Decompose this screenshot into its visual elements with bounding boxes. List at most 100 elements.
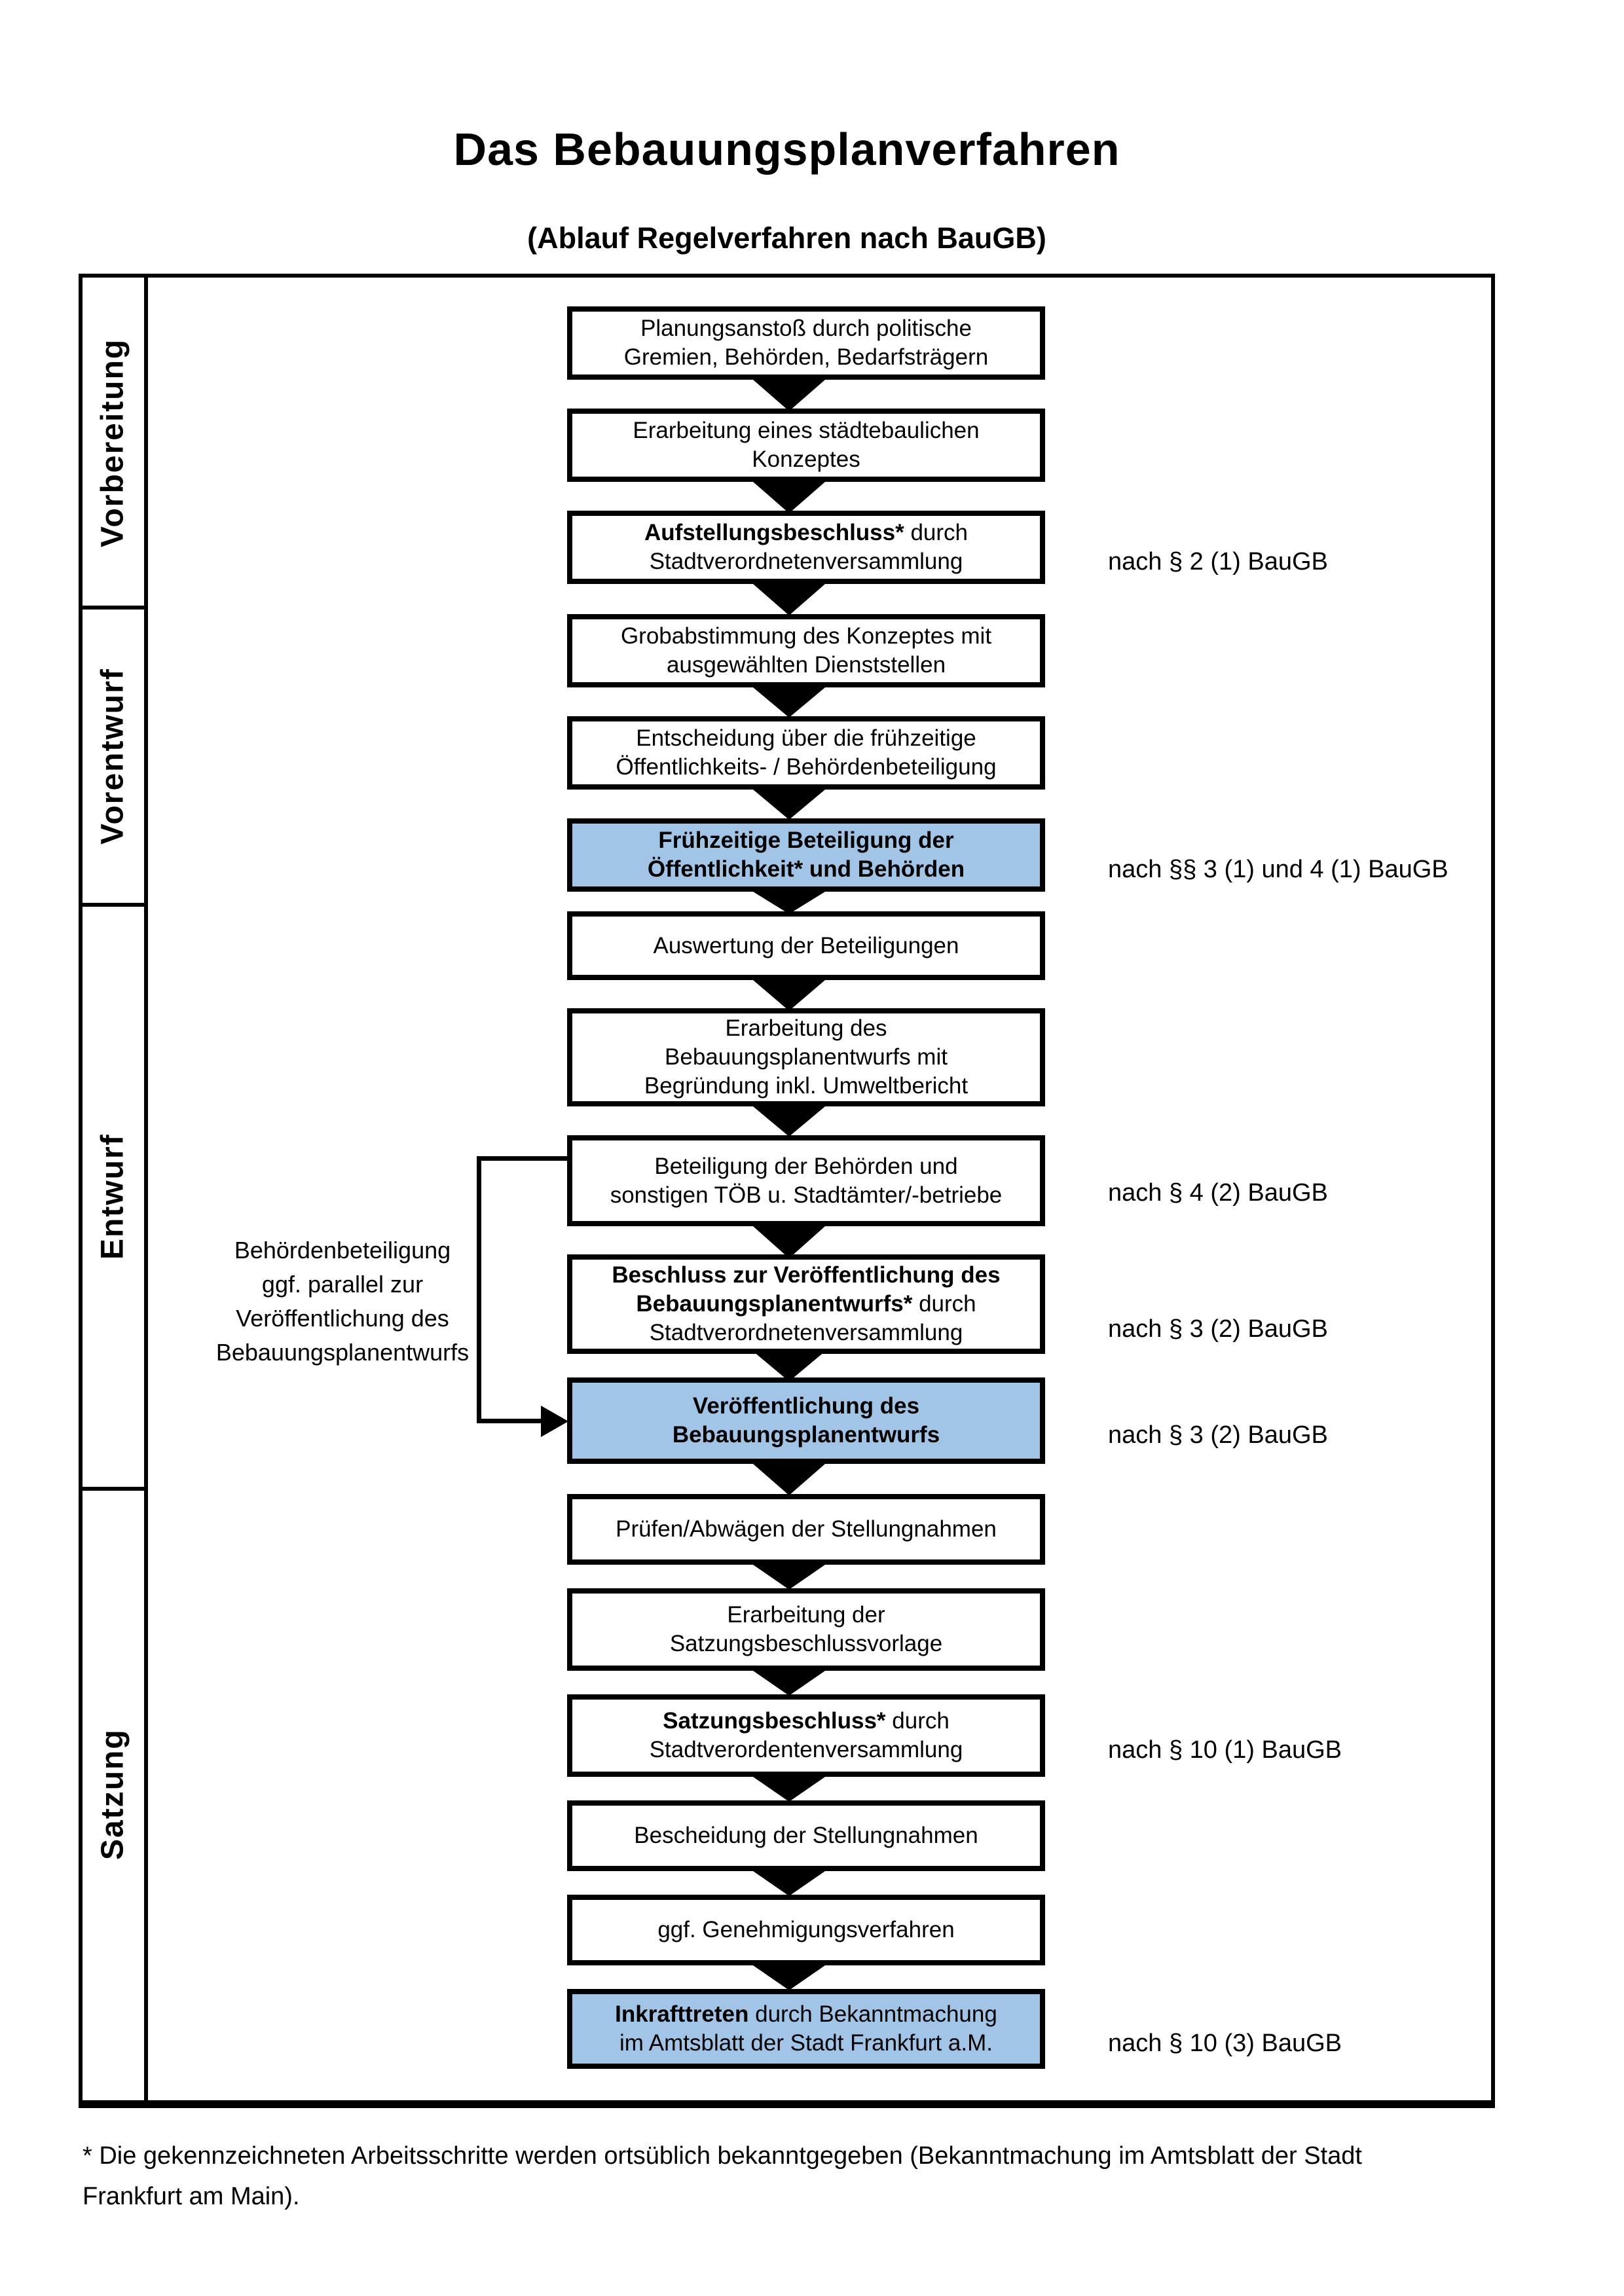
process-box-text-line: Veröffentlichung des	[693, 1392, 919, 1421]
arrow-down-icon	[753, 980, 825, 1011]
footnote: * Die gekennzeichneten Arbeitsschritte w…	[83, 2136, 1549, 2217]
arrow-down-icon	[753, 790, 825, 820]
page-subtitle: (Ablauf Regelverfahren nach BauGB)	[527, 221, 1046, 255]
process-box-text-line: ausgewählten Dienststellen	[667, 651, 946, 680]
process-box-text: Erarbeitung der	[727, 1602, 885, 1628]
process-box-text: Beteiligung der Behörden und	[654, 1153, 958, 1179]
process-box-text: Gremien, Behörden, Bedarfsträgern	[623, 344, 989, 370]
process-box-text-line: Begründung inkl. Umweltbericht	[644, 1072, 968, 1101]
phase-separator-line	[83, 903, 148, 907]
process-box-text: ausgewählten Dienststellen	[666, 652, 946, 678]
arrow-down-icon	[753, 380, 825, 411]
process-box-text-line: Inkrafttreten durch Bekanntmachung	[615, 2000, 997, 2029]
process-box-text: Konzeptes	[752, 446, 860, 472]
process-box-text: Planungsanstoß durch politische	[640, 316, 972, 341]
arrow-down-icon	[753, 1671, 825, 1696]
process-box-text: im Amtsblatt der Stadt Frankfurt a.M.	[619, 2030, 993, 2056]
phase-label-vorbereitung: Vorbereitung	[95, 338, 130, 547]
process-box-text: durch	[885, 1708, 950, 1734]
parallel-participation-note: Behördenbeteiligung ggf. parallel zur Ve…	[153, 1233, 532, 1370]
arrow-right-icon	[541, 1406, 568, 1437]
process-box-text: Erarbeitung eines städtebaulichen	[633, 418, 980, 443]
process-box-text: Grobabstimmung des Konzeptes mit	[620, 623, 992, 649]
label-column-divider	[144, 278, 148, 2100]
arrow-down-icon	[753, 1226, 825, 1258]
process-box-text-line: Bescheidung der Stellungnahmen	[634, 1821, 978, 1850]
process-box-text-line: Planungsanstoß durch politische	[640, 314, 972, 343]
process-box-9: Beteiligung der Behörden und sonstigen TÖ…	[567, 1135, 1045, 1226]
note-line: Veröffentlichung des	[236, 1305, 449, 1332]
process-box-text-line: im Amtsblatt der Stadt Frankfurt a.M.	[619, 2029, 993, 2058]
process-box-text-line: Beteiligung der Behörden und	[654, 1152, 957, 1181]
process-box-text-line: Stadtverordnetenversammlung	[650, 547, 963, 576]
phase-label-satzung: Satzung	[95, 1728, 130, 1861]
process-box-16: ggf. Genehmigungsverfahren	[567, 1895, 1045, 1965]
note-line: Bebauungsplanentwurfs	[215, 1339, 470, 1366]
process-box-text: durch	[904, 520, 969, 545]
arrow-down-icon	[753, 584, 825, 615]
process-box-text: Prüfen/Abwägen der Stellungnahmen	[616, 1516, 997, 1542]
process-box-text-line: Öffentlichkeits- / Behördenbeteiligung	[616, 753, 996, 782]
process-box-text-line: Satzungsbeschluss* durch	[663, 1707, 950, 1736]
legal-reference: nach § 10 (1) BauGB	[1108, 1736, 1342, 1764]
process-box-text-bold: Inkrafttreten	[615, 2001, 749, 2027]
process-box-text-line: Prüfen/Abwägen der Stellungnahmen	[616, 1515, 997, 1544]
phase-separator-line	[83, 1487, 148, 1491]
legal-reference: nach § 10 (3) BauGB	[1108, 2030, 1342, 2057]
process-box-text: Stadtverordentenversammlung	[649, 1737, 963, 1762]
process-box-text-line: Frühzeitige Beteiligung der	[658, 826, 953, 855]
process-box-text: Auswertung der Beteiligungen	[653, 932, 959, 958]
connector-line-horizontal-top	[477, 1156, 567, 1161]
process-box-text-line: sonstigen TÖB u. Stadtämter/-betriebe	[610, 1181, 1003, 1210]
process-box-text-line: Satzungsbeschlussvorlage	[670, 1630, 942, 1658]
process-box-text-line: Aufstellungsbeschluss* durch	[644, 519, 968, 547]
arrow-down-icon	[753, 1565, 825, 1590]
process-box-text: Öffentlichkeits- / Behördenbeteiligung	[616, 754, 997, 780]
legal-reference: nach § 3 (2) BauGB	[1108, 1315, 1328, 1343]
process-box-text-line: Grobabstimmung des Konzeptes mit	[621, 622, 991, 651]
footnote-line: * Die gekennzeichneten Arbeitsschritte w…	[83, 2142, 1362, 2170]
process-box-15: Bescheidung der Stellungnahmen	[567, 1800, 1045, 1871]
process-box-4: Grobabstimmung des Konzeptes mit ausgewäh…	[567, 614, 1045, 687]
process-box-text-bold: Bebauungsplanentwurfs	[672, 1422, 940, 1448]
process-box-text-bold: Veröffentlichung des	[692, 1393, 920, 1419]
process-box-text-line: Stadtverordentenversammlung	[650, 1736, 963, 1764]
process-box-text-line: Bebauungsplanentwurfs mit	[665, 1043, 948, 1072]
arrow-down-icon	[753, 1777, 825, 1802]
process-box-text: sonstigen TÖB u. Stadtämter/-betriebe	[610, 1182, 1003, 1208]
process-box-text: Stadtverordnetenversammlung	[649, 549, 963, 574]
process-box-text: durch Bekanntmachung	[748, 2001, 997, 2027]
arrow-down-icon	[753, 1351, 825, 1381]
process-box-text-line: Bebauungsplanentwurfs* durch	[636, 1290, 976, 1319]
process-box-text-line: Erarbeitung eines städtebaulichen	[633, 416, 979, 445]
footnote-line: Frankfurt am Main).	[83, 2183, 300, 2210]
process-box-text-bold: Öffentlichkeit* und Behörden	[647, 856, 965, 882]
legal-reference: nach § 2 (1) BauGB	[1108, 548, 1328, 575]
process-box-text-line: Auswertung der Beteiligungen	[654, 932, 959, 960]
process-box-text: Stadtverordnetenversammlung	[649, 1320, 963, 1345]
process-box-text-line: Bebauungsplanentwurfs	[673, 1421, 940, 1449]
process-box-text-line: Konzeptes	[752, 445, 860, 474]
arrow-down-icon	[753, 687, 825, 718]
process-box-text-line: Beschluss zur Veröffentlichung des	[612, 1261, 1000, 1290]
legal-reference: nach § 4 (2) BauGB	[1108, 1179, 1328, 1207]
arrow-down-icon	[753, 1965, 825, 1990]
legal-reference: nach § 3 (2) BauGB	[1108, 1421, 1328, 1449]
process-box-text-line: ggf. Genehmigungsverfahren	[657, 1916, 954, 1944]
phase-label-vorentwurf: Vorentwurf	[95, 668, 130, 845]
process-box-text: durch	[912, 1291, 976, 1317]
arrow-down-icon	[753, 482, 825, 513]
arrow-down-icon	[753, 892, 825, 914]
process-box-text-line: Stadtverordnetenversammlung	[650, 1319, 963, 1347]
